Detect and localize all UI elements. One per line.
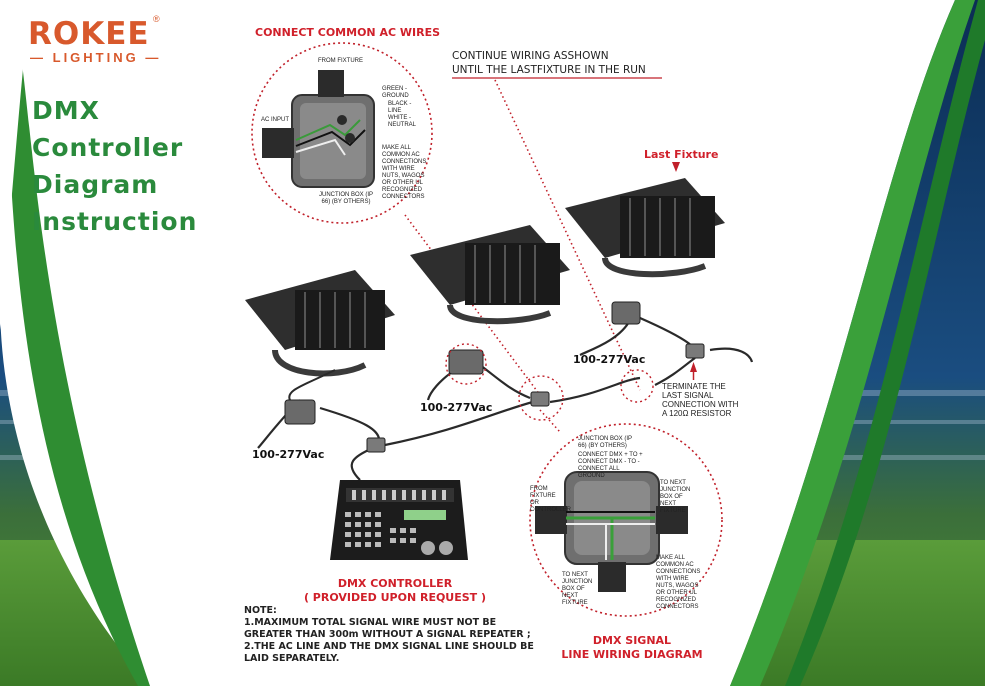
note-line-2: 2.THE AC LINE AND THE DMX SIGNAL LINE SH… bbox=[244, 641, 534, 664]
ac-wires-heading: CONNECT COMMON AC WIRES bbox=[255, 26, 441, 39]
title-line-4: Instruction bbox=[32, 207, 198, 236]
black-line-label: BLACK - LINE bbox=[388, 101, 412, 114]
fixture-2 bbox=[410, 225, 570, 325]
last-fixture-arrow bbox=[672, 162, 680, 172]
ac-left-gland bbox=[262, 128, 294, 158]
green-ground-label: GREEN - GROUND bbox=[382, 86, 409, 99]
junction-box-small-3 bbox=[611, 301, 641, 325]
junction-box-small-2 bbox=[448, 349, 484, 375]
signal-left-gland bbox=[535, 506, 567, 534]
controller-caption-1: DMX CONTROLLER bbox=[337, 577, 453, 590]
signal-highlight-circle bbox=[518, 375, 564, 421]
ac-input-label: AC INPUT bbox=[261, 117, 290, 123]
signal-from-label: FROM FIXTURE OR CONTROLLER bbox=[530, 486, 572, 513]
title-line-1: DMX bbox=[32, 96, 100, 125]
leader-line-continue bbox=[494, 79, 641, 391]
brand-name: ROKEE bbox=[28, 16, 150, 52]
junction-box-small-1 bbox=[284, 399, 316, 425]
controller-caption: DMX CONTROLLER ( PROVIDED UPON REQUEST ) bbox=[300, 577, 490, 605]
fixture-1 bbox=[245, 270, 395, 401]
junction-box-small-5 bbox=[530, 391, 550, 407]
signal-bottom-gland bbox=[598, 562, 626, 592]
voltage-label-1: 100-277Vac bbox=[252, 448, 325, 461]
white-neutral-label: WHITE - NEUTRAL bbox=[388, 115, 417, 128]
ac-junction-label: JUNCTION BOX (IP 66) (BY OTHERS) bbox=[318, 192, 373, 205]
last-fixture-label: Last Fixture bbox=[644, 148, 719, 161]
junction-box-small-6 bbox=[685, 343, 705, 359]
note-block: NOTE: 1.MAXIMUM TOTAL SIGNAL WIRE MUST N… bbox=[244, 605, 544, 665]
continue-line-1: CONTINUE WIRING ASSHOWN bbox=[452, 50, 609, 62]
registered-mark: ® bbox=[153, 14, 160, 24]
brand-sub: — LIGHTING — bbox=[30, 50, 162, 65]
fixture-3 bbox=[565, 178, 725, 278]
signal-right-gland bbox=[656, 506, 688, 534]
signal-heading-1: DMX SIGNAL bbox=[592, 634, 672, 647]
brand-logo: ROKEE ® — LIGHTING — bbox=[28, 14, 162, 65]
title-line-3: Diagram bbox=[32, 170, 159, 199]
ac-make-all-note: MAKE ALL COMMON AC CONNECTIONS WITH WIRE… bbox=[382, 145, 427, 200]
terminate-line-3: CONNECTION WITH bbox=[662, 400, 739, 409]
terminate-line-1: TERMINATE THE bbox=[662, 382, 726, 391]
title-line-2: Controller bbox=[32, 133, 184, 162]
junction-box-small-4 bbox=[366, 437, 386, 453]
leader-line-signal bbox=[539, 409, 561, 433]
ac-top-gland bbox=[318, 70, 344, 97]
note-heading: NOTE: bbox=[244, 605, 277, 616]
junction-highlight-circle bbox=[445, 343, 487, 385]
from-fixture-label: FROM FIXTURE bbox=[318, 58, 363, 64]
page-title: DMX Controller Diagram Instruction bbox=[32, 92, 232, 240]
signal-connect-note: CONNECT DMX + TO + CONNECT DMX - TO - CO… bbox=[578, 452, 643, 479]
signal-to-next-bottom: TO NEXT JUNCTION BOX OF NEXT FIXTURE bbox=[562, 572, 593, 606]
terminate-arrow bbox=[690, 362, 697, 372]
continue-line-2: UNTIL THE LASTFIXTURE IN THE RUN bbox=[452, 64, 646, 76]
voltage-label-2: 100-277Vac bbox=[420, 401, 493, 414]
terminate-note: TERMINATE THE LAST SIGNAL CONNECTION WIT… bbox=[662, 382, 738, 418]
terminate-highlight-circle bbox=[620, 369, 654, 403]
voltage-label-3: 100-277Vac bbox=[573, 353, 646, 366]
terminate-line-2: LAST SIGNAL bbox=[662, 391, 714, 400]
signal-heading-2: LINE WIRING DIAGRAM bbox=[561, 648, 703, 661]
signal-junction-label: JUNCTION BOX (IP 66) (BY OTHERS) bbox=[578, 436, 632, 449]
note-line-1: 1.MAXIMUM TOTAL SIGNAL WIRE MUST NOT BE … bbox=[244, 617, 531, 640]
signal-heading: DMX SIGNAL LINE WIRING DIAGRAM bbox=[552, 634, 712, 662]
controller-caption-2: ( PROVIDED UPON REQUEST ) bbox=[303, 591, 487, 604]
dmx-controller bbox=[330, 480, 468, 560]
terminate-line-4: A 120Ω RESISTOR bbox=[662, 409, 732, 418]
signal-to-next-right: TO NEXT JUNCTION BOX OF NEXT FIXTURE bbox=[660, 480, 691, 514]
signal-make-all-note: MAKE ALL COMMON AC CONNECTIONS WITH WIRE… bbox=[656, 555, 701, 610]
